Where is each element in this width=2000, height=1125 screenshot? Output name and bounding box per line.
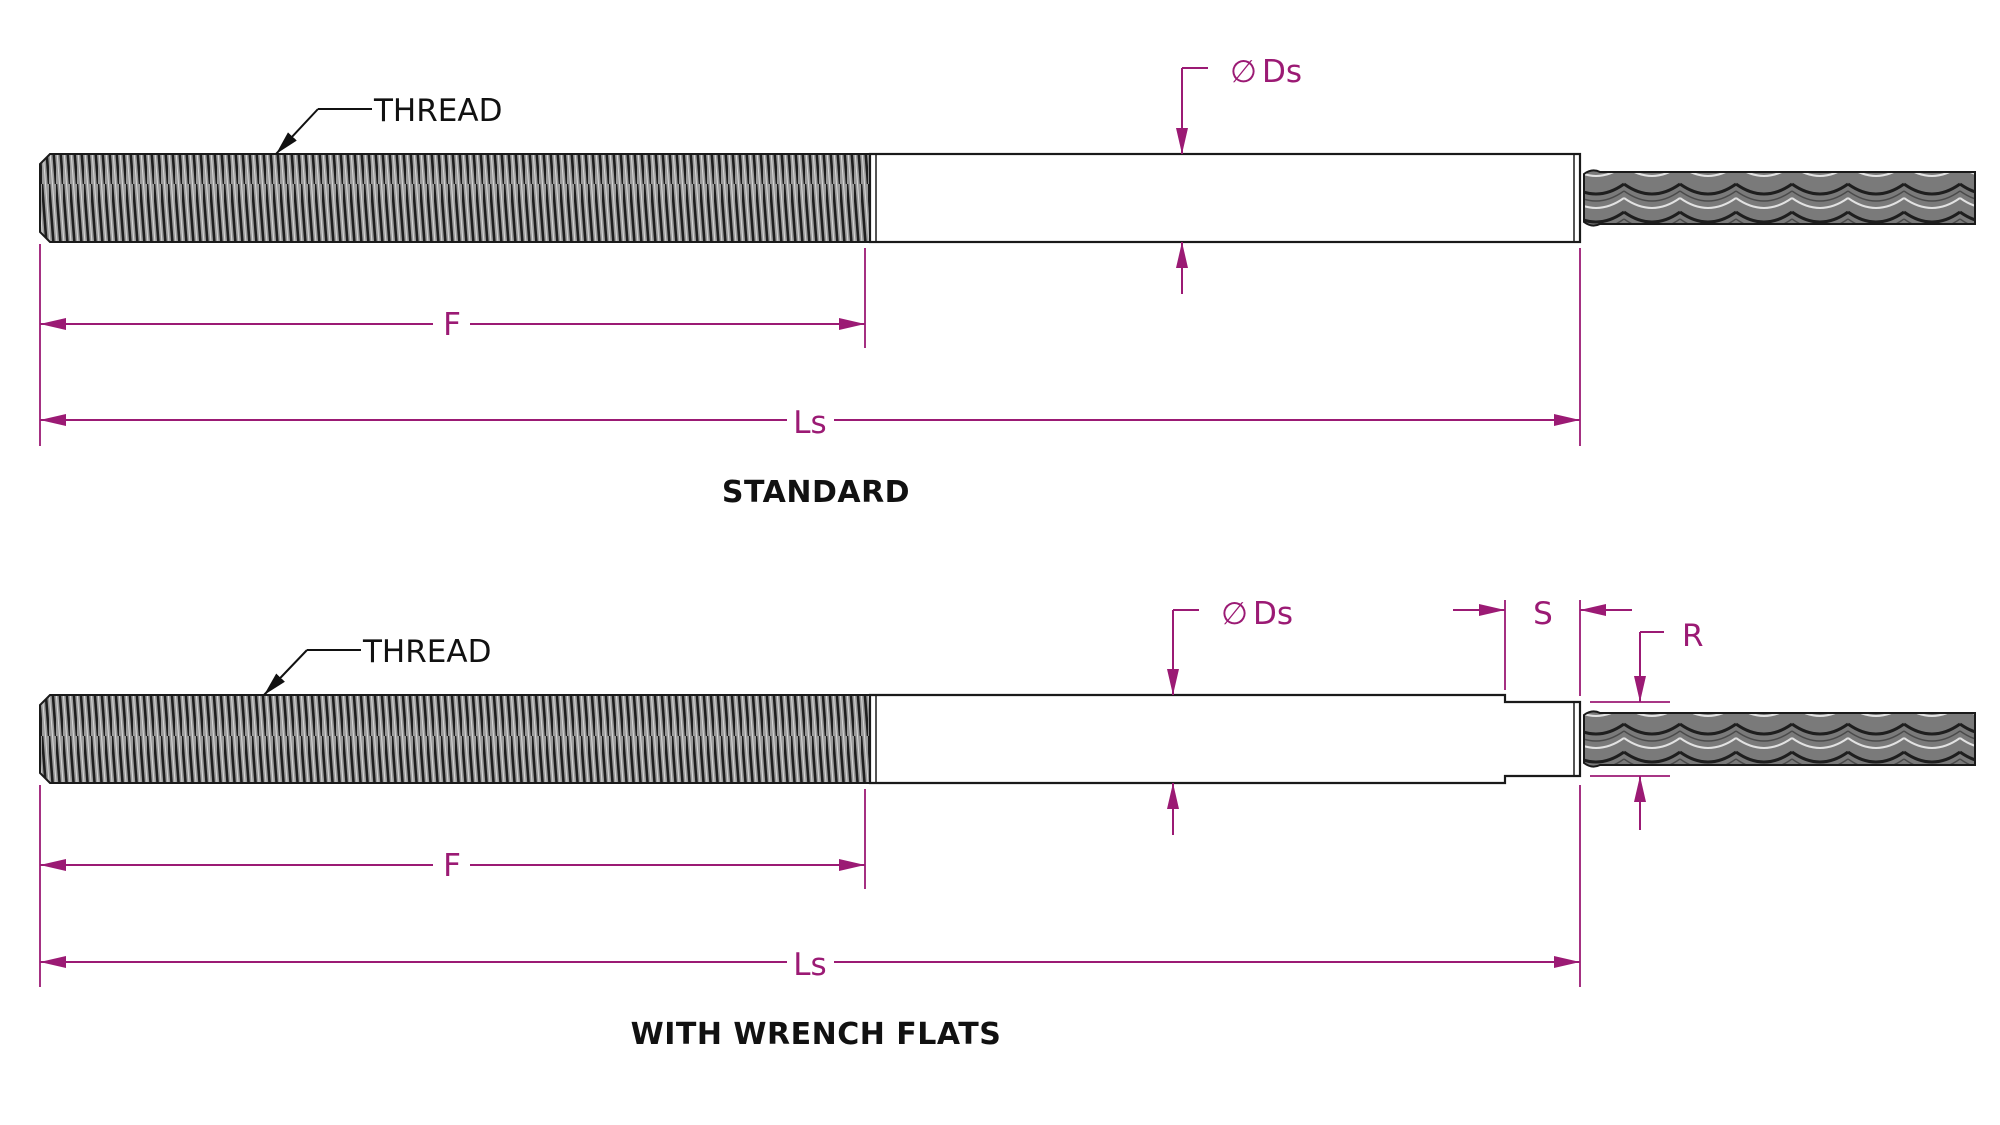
- view-title-wrench-flats: WITH WRENCH FLATS: [631, 1017, 1002, 1052]
- overall-length-label: Ls: [793, 947, 826, 983]
- smooth-shank-with-flats: [868, 693, 1582, 785]
- thread-label: THREAD: [362, 634, 491, 670]
- thread-leader: [263, 649, 361, 696]
- wire-rope-cable: [1583, 710, 1976, 768]
- flat-radius-label: R: [1682, 618, 1704, 654]
- diameter-label: Ds: [1262, 54, 1302, 90]
- thread-leader: [275, 108, 372, 155]
- diameter-symbol: ∅: [1230, 54, 1257, 90]
- smooth-shank: [868, 152, 1582, 244]
- diameter-dimension: [1167, 609, 1199, 835]
- diameter-label: Ds: [1253, 596, 1293, 632]
- threaded-section: [39, 153, 871, 243]
- flat-length-dimension: [1453, 600, 1632, 696]
- thread-label: THREAD: [373, 93, 502, 129]
- view-title-standard: STANDARD: [722, 475, 910, 510]
- flat-radius-dimension: [1590, 631, 1670, 830]
- view-wrench-flats: THREAD ∅ Ds S R: [39, 596, 1976, 1052]
- diameter-symbol: ∅: [1221, 596, 1248, 632]
- thread-length-label: F: [443, 307, 461, 343]
- thread-length-label: F: [443, 848, 461, 884]
- threaded-section: [39, 694, 871, 784]
- overall-length-label: Ls: [793, 405, 826, 441]
- wire-rope-cable: [1583, 169, 1976, 227]
- diameter-dimension: [1176, 67, 1208, 294]
- flat-length-label: S: [1533, 596, 1553, 632]
- view-standard: THREAD ∅ Ds F Ls STANDARD: [39, 54, 1976, 510]
